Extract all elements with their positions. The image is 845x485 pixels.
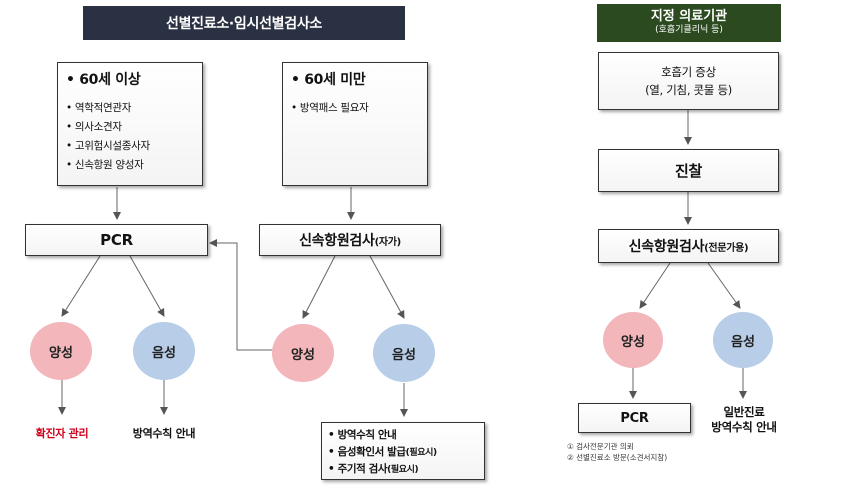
list-item: • 방역패스 필요자 <box>291 102 369 114</box>
list-item: • 신속항원 양성자 <box>66 159 144 171</box>
pcr-box: PCR <box>578 403 691 433</box>
age-60-minus-box: • 60세 미만 • 방역패스 필요자 <box>282 62 428 186</box>
footnotes: ① 검사전문기관 의뢰 ② 선별진료소 방문(소견서지참) <box>567 441 727 463</box>
rapid-positive-circle: 양성 <box>272 324 334 382</box>
symptom-detail: (열, 기침, 콧물 등) <box>645 83 732 97</box>
exam-label: 진찰 <box>674 162 702 180</box>
symptom-title: 호흡기 증상 <box>661 65 716 79</box>
exam-box: 진찰 <box>598 149 779 192</box>
pcr-negative-circle: 음성 <box>133 322 195 380</box>
quarantine-rules-label: 방역수칙 안내 <box>711 420 777 434</box>
right-header-title: 지정 의료기관 <box>650 8 728 24</box>
positive-label: 양성 <box>49 345 73 361</box>
rapid-test-suffix: (전문가용) <box>704 242 749 254</box>
quarantine-rules-guide: 방역수칙 안내 <box>132 427 196 440</box>
list-item: • 고위험시설종사자 <box>66 140 150 152</box>
list-item: • 의사소견자 <box>66 121 122 133</box>
pcr-label: PCR <box>620 410 649 426</box>
right-header-subtitle: (호흡기클리닉 등) <box>655 25 723 36</box>
list-item: • 방역수칙 안내 <box>328 429 397 441</box>
pcr-positive-circle: 양성 <box>30 322 92 380</box>
rapid-test-label: 신속항원검사 <box>628 239 705 255</box>
rapid-test-self-box: 신속항원검사(자가) <box>259 224 441 256</box>
left-header: 선별진료소·임시선별검사소 <box>83 6 405 40</box>
rapid-test-suffix: (자가) <box>374 236 402 248</box>
age-60-plus-title: • 60세 이상 <box>66 72 141 88</box>
positive-label: 양성 <box>621 334 645 350</box>
positive-label: 양성 <box>291 347 315 363</box>
rapid-test-professional-box: 신속항원검사(전문가용) <box>598 229 779 263</box>
negative-label: 음성 <box>392 347 416 363</box>
general-care-label: 일반진료 <box>723 405 765 419</box>
negative-label: 음성 <box>731 334 755 350</box>
footnote-item: ① 검사전문기관 의뢰 <box>567 442 634 451</box>
list-item: • 주기적 검사(필요시) <box>328 463 419 475</box>
negative-label: 음성 <box>152 345 176 361</box>
right-header: 지정 의료기관 (호흡기클리닉 등) <box>597 4 781 42</box>
pcr-box: PCR <box>25 224 208 256</box>
list-item: • 역학적연관자 <box>66 102 132 114</box>
footnote-item: ② 선별진료소 방문(소견서지참) <box>567 453 668 462</box>
age-60-plus-box: • 60세 이상 • 역학적연관자 • 의사소견자 • 고위험시설종사자 • 신… <box>57 62 203 186</box>
positive-circle: 양성 <box>603 312 663 368</box>
confirmed-case-management: 확진자 관리 <box>35 427 89 440</box>
age-60-minus-title: • 60세 미만 <box>291 72 366 88</box>
negative-notes-box: • 방역수칙 안내 • 음성확인서 발급(필요시) • 주기적 검사(필요시) <box>321 422 485 480</box>
symptom-box: 호흡기 증상 (열, 기침, 콧물 등) <box>598 52 779 110</box>
rapid-test-label: 신속항원검사 <box>299 233 375 249</box>
general-care-result: 일반진료 방역수칙 안내 <box>697 405 791 435</box>
rapid-negative-circle: 음성 <box>373 324 435 382</box>
pcr-label: PCR <box>100 231 133 249</box>
list-item: • 음성확인서 발급(필요시) <box>328 446 437 458</box>
negative-circle: 음성 <box>713 312 773 368</box>
